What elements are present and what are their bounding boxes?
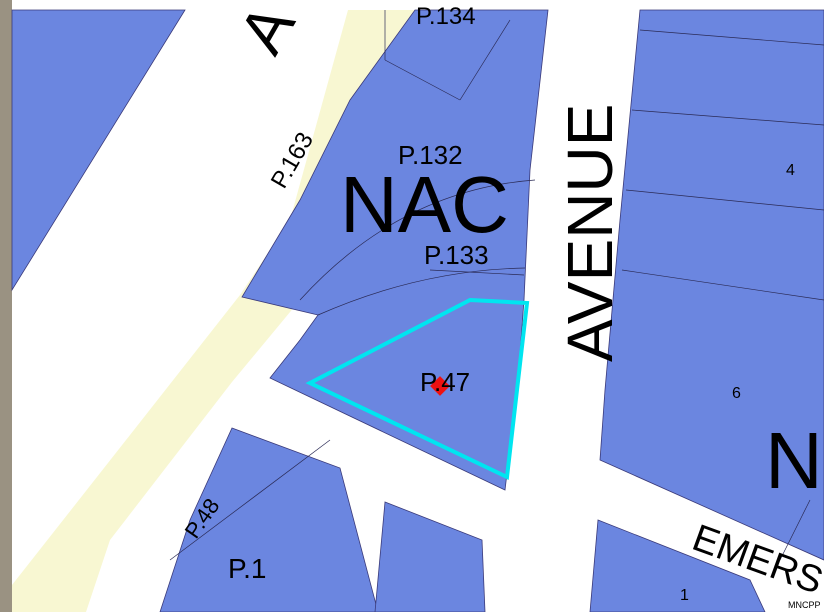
parcel-label-p134: P.134 [416,3,476,30]
parcel-bottom-middle[interactable] [374,501,486,612]
subject-parcel-outline[interactable] [305,297,530,481]
lot-label-4: 4 [786,162,795,179]
map-credit: MNCPP [788,600,821,610]
parcel-central-block[interactable] [241,9,549,491]
street-label-avenue: AVENUE [554,104,626,362]
zone-label-nac: NAC [340,160,509,249]
parcel-label-p132: P.132 [398,140,463,170]
parcel-top-left[interactable] [11,9,186,292]
parcel-label-p1: P.1 [228,553,266,584]
parcel-right-block[interactable] [599,9,824,561]
zone-label-n: N [765,416,823,505]
left-frame-edge [0,0,12,612]
lot-label-1: 1 [680,587,689,604]
parcel-bottom-left[interactable] [159,427,379,612]
parcel-bottom-right[interactable] [589,519,766,612]
location-marker[interactable] [430,376,450,396]
parcel-label-p47: P.47 [420,367,470,397]
lot-label-6: 6 [732,385,741,402]
parcel-label-p133: P.133 [424,240,489,270]
lot-lines [169,10,824,561]
right-of-way-strip [12,10,415,612]
